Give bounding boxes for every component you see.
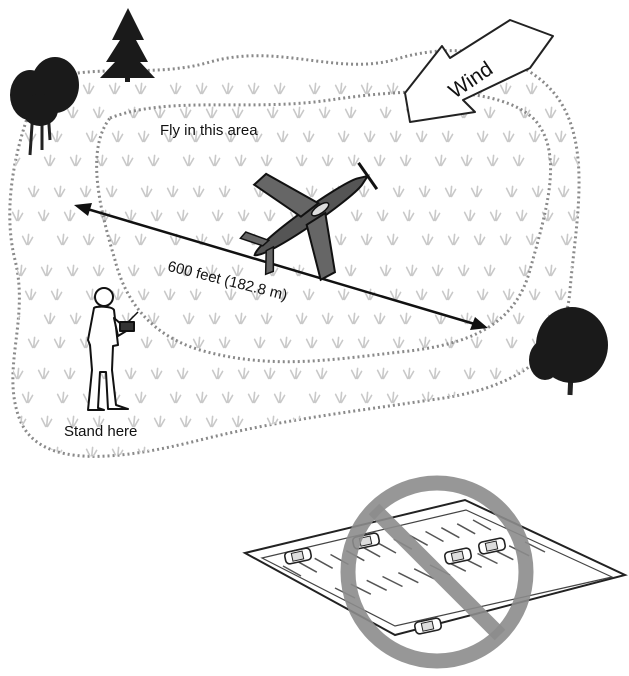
tree-icon bbox=[529, 307, 608, 396]
stand-here-label: Stand here bbox=[64, 423, 138, 440]
car-icon bbox=[443, 547, 473, 565]
distance-arrow bbox=[74, 203, 488, 330]
airplane-icon bbox=[239, 162, 379, 282]
car-icon bbox=[413, 617, 443, 635]
tree-icon bbox=[10, 57, 79, 156]
pilot-icon bbox=[87, 287, 139, 411]
wind-arrow-icon bbox=[404, 19, 554, 123]
car-icon bbox=[283, 547, 313, 565]
car-icon bbox=[477, 537, 507, 555]
fly-area-label: Fly in this area bbox=[160, 122, 258, 139]
flying-area-boundary bbox=[95, 90, 553, 364]
pine-tree-icon bbox=[100, 8, 155, 82]
no-sign-icon bbox=[340, 475, 534, 669]
